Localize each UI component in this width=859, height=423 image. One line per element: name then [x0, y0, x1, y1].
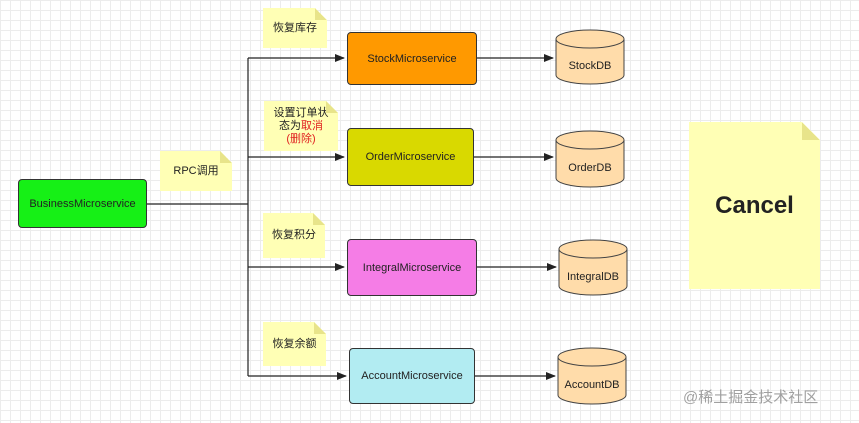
business-microservice-label: BusinessMicroservice: [29, 197, 136, 210]
note-restore-balance: 恢复余额: [263, 322, 326, 366]
business-microservice-node: BusinessMicroservice: [18, 179, 147, 228]
note-restore-stock-text: 恢复库存: [273, 21, 317, 34]
note-restore-stock: 恢复库存: [263, 8, 327, 48]
note-restore-points: 恢复积分: [263, 213, 325, 258]
account-db-label: AccountDB: [564, 379, 620, 391]
note-set-order-status: 设置订单状 态为取消 (删除): [264, 101, 338, 151]
stock-db-cylinder: StockDB: [555, 29, 625, 85]
cancel-note-text: Cancel: [715, 191, 794, 219]
note-set-order-status-text: 设置订单状 态为取消 (删除): [273, 106, 329, 145]
account-microservice-label: AccountMicroservice: [361, 370, 463, 382]
account-microservice-node: AccountMicroservice: [349, 348, 475, 404]
note-rpc-text: RPC调用: [173, 164, 219, 177]
integral-db-label: IntegralDB: [567, 270, 619, 283]
stock-db-label: StockDB: [568, 60, 612, 72]
watermark: @稀土掘金技术社区: [683, 389, 819, 406]
integral-microservice-node: IntegralMicroservice: [347, 239, 477, 296]
highlight-cancel-word: 取消: [301, 119, 323, 132]
account-db-cylinder: AccountDB: [557, 347, 627, 405]
integral-db-cylinder: IntegralDB: [558, 239, 628, 296]
stock-microservice-label: StockMicroservice: [367, 52, 457, 65]
order-microservice-node: OrderMicroservice: [347, 128, 474, 186]
note-restore-points-text: 恢复积分: [272, 229, 316, 241]
stock-microservice-node: StockMicroservice: [347, 32, 477, 85]
integral-microservice-label: IntegralMicroservice: [362, 261, 462, 274]
cancel-note: Cancel: [689, 122, 820, 289]
highlight-delete-word: (删除): [286, 132, 316, 145]
order-db-cylinder: OrderDB: [555, 130, 625, 188]
order-db-label: OrderDB: [568, 162, 612, 174]
order-microservice-label: OrderMicroservice: [365, 151, 456, 163]
note-restore-balance-text: 恢复余额: [272, 337, 317, 350]
note-rpc: RPC调用: [160, 151, 232, 191]
